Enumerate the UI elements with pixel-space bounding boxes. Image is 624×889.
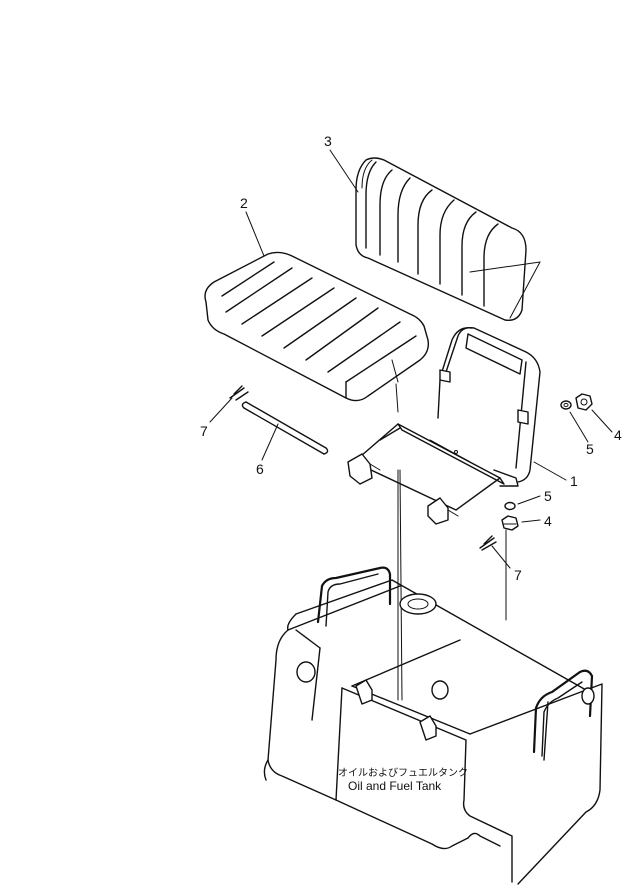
callout-4-upper: 4 — [614, 427, 622, 443]
nut-upper — [575, 393, 593, 411]
callout-4-lower: 4 — [544, 513, 552, 529]
callout-7-left: 7 — [200, 423, 208, 439]
pin-right — [479, 535, 497, 551]
callout-7-right: 7 — [514, 567, 522, 583]
leader-lines — [209, 149, 613, 569]
pin-left — [229, 385, 249, 401]
oil-and-fuel-tank — [263, 566, 603, 885]
callout-2: 2 — [240, 195, 248, 211]
tank-label-english: Oil and Fuel Tank — [348, 779, 442, 793]
washer-upper — [560, 400, 572, 410]
washer-lower — [504, 501, 516, 511]
tank-label-japanese: オイルおよびフュエルタンク — [338, 767, 468, 779]
nut-lower — [501, 515, 519, 531]
callout-1: 1 — [570, 473, 578, 489]
rod — [241, 401, 329, 455]
seat-bracket — [347, 326, 541, 525]
backrest — [355, 157, 541, 321]
callout-3: 3 — [324, 133, 332, 149]
callout-5-upper: 5 — [586, 441, 594, 457]
callout-6: 6 — [256, 461, 264, 477]
callout-5-lower: 5 — [544, 488, 552, 504]
seat-cushion — [204, 251, 430, 402]
